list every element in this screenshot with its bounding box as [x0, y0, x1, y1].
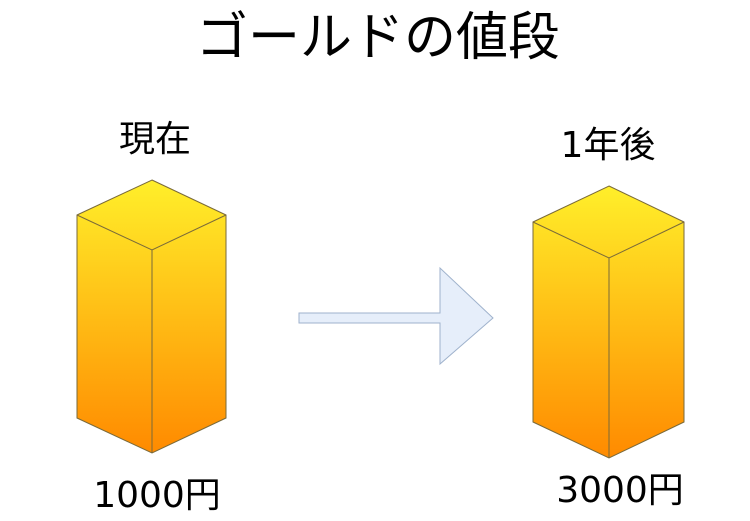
gold-bar-one-year-later — [532, 185, 685, 459]
gold-bar-current — [76, 179, 227, 454]
later-price: 3000円 — [556, 470, 684, 511]
slide-title: ゴールドの値段 — [195, 8, 561, 68]
one-year-later-label: 1年後 — [560, 125, 656, 166]
current-price: 1000円 — [93, 475, 221, 516]
right-arrow-icon — [298, 266, 494, 366]
current-label: 現在 — [118, 119, 192, 160]
